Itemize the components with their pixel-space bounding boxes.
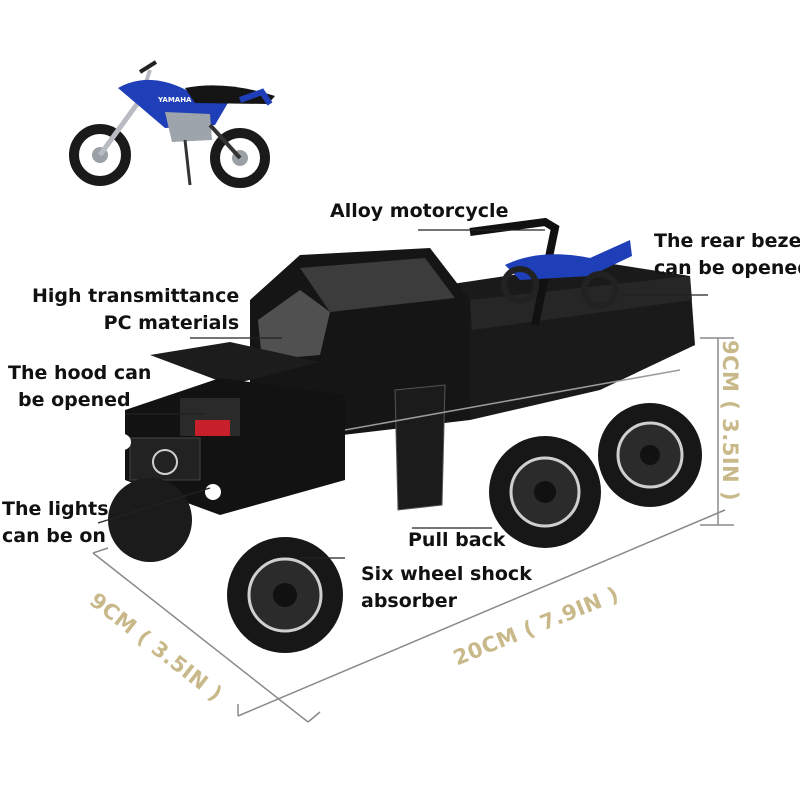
label-alloy-motorcycle: Alloy motorcycle	[330, 200, 509, 222]
label-shock-absorber-line-2: absorber	[361, 590, 458, 612]
label-pc-materials: High transmittance PC materials	[32, 283, 239, 337]
motorcycle-brand-text: YAMAHA	[157, 96, 192, 104]
wheel-front-far	[108, 478, 192, 562]
truck-illustration	[108, 217, 702, 653]
dimension-lines	[92, 337, 734, 723]
label-pull-back: Pull back	[408, 529, 506, 551]
leader-lines	[97, 229, 708, 559]
label-lights: The lights can be on	[2, 496, 109, 550]
motorcycle-illustration	[69, 60, 275, 188]
label-shock-absorber: Six wheel shock absorber	[361, 561, 532, 615]
wheel-front	[227, 537, 343, 653]
label-rear-bezel-line-1: The rear bezel	[654, 230, 800, 252]
wheel-middle	[489, 436, 601, 548]
label-rear-bezel: The rear bezel can be opened	[654, 228, 800, 282]
label-lights-line-2: can be on	[2, 525, 106, 547]
label-pc-materials-line-2: PC materials	[103, 312, 240, 334]
label-hood: The hood can be opened	[8, 360, 151, 414]
wheel-rear	[598, 403, 702, 507]
label-hood-line-2: be opened	[18, 389, 131, 411]
label-rear-bezel-line-2: can be opened	[654, 257, 800, 279]
label-lights-line-1: The lights	[2, 498, 109, 520]
label-pc-materials-line-1: High transmittance	[32, 285, 240, 307]
label-shock-absorber-line-1: Six wheel shock	[361, 563, 532, 585]
label-hood-line-1: The hood can	[8, 362, 152, 384]
dimension-height-label: 9CM ( 3.5IN )	[718, 340, 742, 502]
